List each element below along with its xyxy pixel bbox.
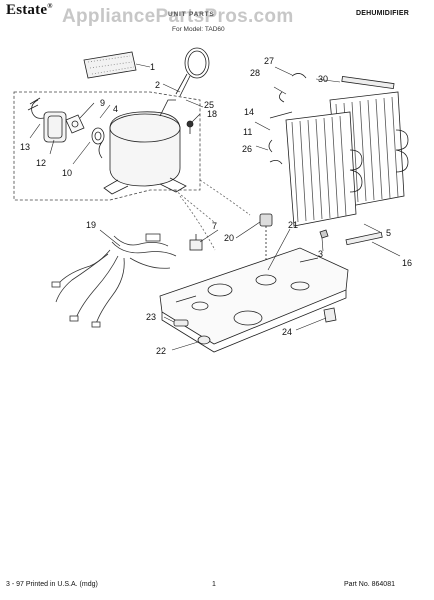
part-clip-27 <box>291 73 307 79</box>
part-terminal-cover <box>27 97 67 143</box>
part-relay <box>189 234 203 251</box>
callout-28: 28 <box>250 68 260 78</box>
callout-22: 22 <box>156 346 166 356</box>
callout-18: 18 <box>207 109 217 119</box>
product-type: DEHUMIDIFIER <box>356 10 409 17</box>
callout-13: 13 <box>20 142 30 152</box>
callout-7: 7 <box>212 221 217 231</box>
callout-27: 27 <box>264 56 274 66</box>
part-spacer <box>173 319 189 327</box>
part-screw <box>319 229 329 239</box>
part-tube-loop <box>175 47 210 97</box>
watermark: AppliancePartsPros.com <box>62 6 294 27</box>
part-caster <box>197 335 211 345</box>
callout-4: 4 <box>113 104 118 114</box>
callout-14: 14 <box>244 107 254 117</box>
part-clip-11 <box>268 139 273 153</box>
callout-26: 26 <box>242 144 252 154</box>
callout-24: 24 <box>282 327 292 337</box>
brand-logo: Estate® <box>6 2 53 18</box>
part-pad <box>83 51 137 79</box>
callout-19: 19 <box>86 220 96 230</box>
callout-30: 30 <box>318 74 328 84</box>
part-clip-28 <box>279 91 285 103</box>
part-strip-top <box>341 75 395 90</box>
callout-11: 11 <box>243 127 252 137</box>
part-clip-26 <box>269 160 283 165</box>
footer-part-number: Part No. 864081 <box>344 581 395 588</box>
diagram-subtitle: UNIT PARTS <box>168 11 215 18</box>
callout-12: 12 <box>36 158 46 168</box>
callout-labels: 1234579101112131416181920212223242526272… <box>20 56 412 356</box>
part-wiring-harness <box>51 233 177 328</box>
dashed-guide-lines <box>174 179 251 251</box>
part-rod-14 <box>269 111 293 119</box>
footer-print-info: 3 - 97 Printed in U.S.A. (mdg) <box>6 581 98 588</box>
part-coil-front <box>285 111 409 227</box>
part-grommet <box>91 127 105 145</box>
callout-9: 9 <box>100 98 105 108</box>
part-clip <box>65 114 85 134</box>
callout-21: 21 <box>288 220 298 230</box>
callout-16: 16 <box>402 258 412 268</box>
callout-23: 23 <box>146 312 156 322</box>
part-strip-bottom <box>345 231 383 246</box>
callout-2: 2 <box>155 80 160 90</box>
part-bolt <box>186 120 194 134</box>
callout-10: 10 <box>62 168 72 178</box>
model-line: For Model: TAD60 <box>172 26 225 33</box>
callout-25: 25 <box>204 100 214 110</box>
footer-page-number: 1 <box>212 581 216 588</box>
part-compressor <box>98 99 187 195</box>
callout-20: 20 <box>224 233 234 243</box>
part-base-pan <box>159 247 349 353</box>
callout-5: 5 <box>386 228 391 238</box>
callout-3: 3 <box>318 249 323 259</box>
part-foot <box>323 307 337 323</box>
leader-lines <box>29 63 401 351</box>
callout-1: 1 <box>150 62 155 72</box>
